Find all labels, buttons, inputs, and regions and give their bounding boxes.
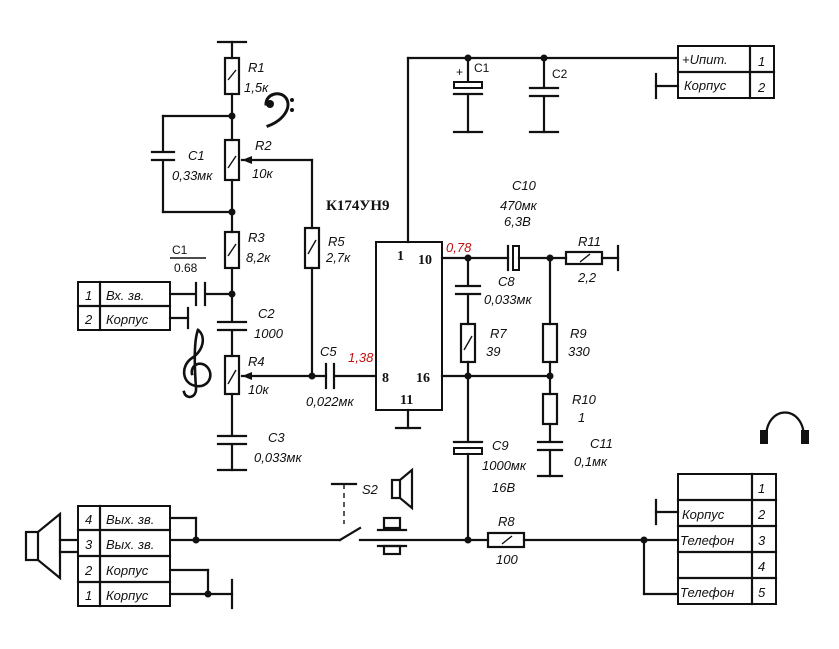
resistor-r9 [541, 322, 559, 364]
ic-pin-1: 1 [397, 249, 404, 264]
voltage-pin8: 1,38 [348, 350, 374, 365]
c9-value: 1000мк [482, 458, 527, 473]
r4-name: R4 [248, 354, 265, 369]
r8-value: 100 [496, 552, 518, 567]
voltage-pin10: 0,78 [446, 240, 472, 255]
tone-control-chain [150, 40, 378, 472]
phone-label-3: Телефон [680, 533, 734, 548]
c5-name: C5 [320, 344, 337, 359]
r8-name: R8 [498, 514, 515, 529]
output-label-2: Корпус [106, 563, 149, 578]
power-section [406, 54, 680, 244]
output-connector [76, 504, 172, 608]
phone-label-2: Корпус [682, 507, 725, 522]
r5-value: 2,7к [325, 250, 351, 265]
c2-supply-name: C2 [552, 67, 568, 81]
c11-value: 0,1мк [574, 454, 608, 469]
headphones-icon [760, 411, 809, 444]
c2-left-value: 1000 [254, 326, 284, 341]
c9-name: C9 [492, 438, 509, 453]
s2-name: S2 [362, 482, 379, 497]
phone-label-5: Телефон [680, 585, 734, 600]
capacitor-c1-supply [453, 81, 483, 89]
c1-supply-name: C1 [474, 61, 490, 75]
r9-value: 330 [568, 344, 590, 359]
c3-name: C3 [268, 430, 285, 445]
speaker-icon [376, 467, 414, 556]
input-connector [76, 280, 190, 332]
r10-value: 1 [578, 410, 585, 425]
power-connector [654, 44, 776, 100]
c1-left-value: 0,33мк [172, 168, 213, 183]
output-pin-3: 3 [85, 537, 93, 552]
ic-pin-11: 11 [400, 393, 413, 408]
power-pin-2: 2 [757, 80, 766, 95]
potentiometer-r4 [223, 354, 241, 396]
c8-value: 0,033мк [484, 292, 532, 307]
r7-value: 39 [486, 344, 500, 359]
phone-pin-4: 4 [758, 559, 765, 574]
r1-name: R1 [248, 60, 265, 75]
potentiometer-r2 [223, 138, 241, 182]
output-network [440, 244, 620, 544]
output-pin-4: 4 [85, 512, 92, 527]
r9-name: R9 [570, 326, 587, 341]
output-pin-2: 2 [84, 563, 93, 578]
c3-value: 0,033мк [254, 450, 302, 465]
r7-name: R7 [490, 326, 507, 341]
input-label-1: Вх. зв. [106, 288, 144, 303]
ic-title: К174УН9 [326, 198, 390, 214]
r2-value: 10к [252, 166, 273, 181]
c9-voltage: 16В [492, 480, 515, 495]
phone-connector [642, 472, 778, 606]
phone-pin-1: 1 [758, 481, 765, 496]
r3-name: R3 [248, 230, 265, 245]
c1-left-name: C1 [188, 148, 205, 163]
c1-supply-plus: + [456, 65, 463, 79]
switch-s2 [338, 526, 362, 542]
c10-voltage: 6,3В [504, 214, 531, 229]
c10-name: C10 [512, 178, 537, 193]
c8-name: C8 [498, 274, 515, 289]
r2-name: R2 [255, 138, 272, 153]
c1-input-name: C1 [172, 243, 188, 257]
output-label-4: Вых. зв. [106, 512, 154, 527]
r10-name: R10 [572, 392, 597, 407]
c10-value: 470мк [500, 198, 538, 213]
output-label-1: Корпус [106, 588, 149, 603]
bass-clef-icon [264, 92, 294, 128]
ic-pin-16: 16 [416, 371, 430, 386]
ic-pin-8: 8 [382, 371, 389, 386]
r4-value: 10к [248, 382, 269, 397]
resistor-r10 [541, 392, 559, 426]
ic-pin-10: 10 [418, 253, 432, 268]
r11-value: 2,2 [577, 270, 597, 285]
power-label-2: Корпус [684, 78, 727, 93]
r5-name: R5 [328, 234, 345, 249]
loudspeaker-icon [24, 511, 80, 581]
treble-clef-icon [182, 328, 212, 399]
r1-value: 1,5к [244, 80, 269, 95]
input-label-2: Корпус [106, 312, 149, 327]
output-label-3: Вых. зв. [106, 537, 154, 552]
phone-pin-5: 5 [758, 585, 766, 600]
c11-name: C11 [590, 436, 613, 451]
input-pin-1: 1 [85, 288, 92, 303]
r3-value: 8,2к [246, 250, 271, 265]
output-line [168, 482, 680, 610]
c1-input-value: 0.68 [174, 261, 198, 275]
power-label-1: +Uпит. [682, 52, 728, 67]
c2-left-name: C2 [258, 306, 275, 321]
power-pin-1: 1 [758, 54, 765, 69]
r11-name: R11 [578, 234, 601, 249]
phone-pin-3: 3 [758, 533, 766, 548]
output-pin-1: 1 [85, 588, 92, 603]
input-pin-2: 2 [84, 312, 93, 327]
c5-value: 0,022мк [306, 394, 354, 409]
phone-pin-2: 2 [757, 507, 766, 522]
